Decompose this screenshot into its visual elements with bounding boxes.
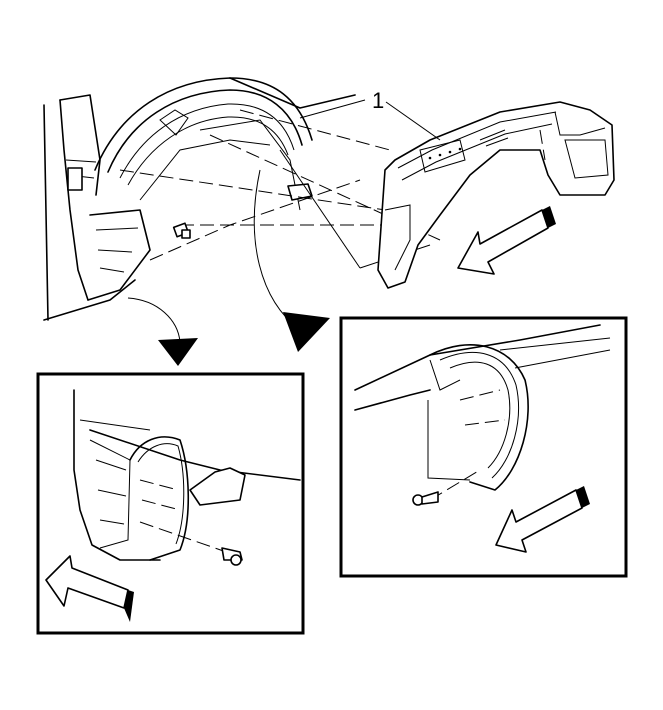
detail-view-left bbox=[36, 372, 305, 635]
curved-arrow-icon bbox=[127, 297, 198, 366]
push-pin-fastener-icon bbox=[172, 222, 191, 239]
direction-arrow-icon bbox=[45, 555, 134, 622]
vehicle-body-wheel-opening bbox=[43, 77, 366, 321]
direction-arrow-icon bbox=[457, 206, 556, 275]
screw-fastener-icon bbox=[221, 547, 243, 566]
callout-1-label: 1 bbox=[372, 88, 384, 113]
detail-view-right bbox=[339, 316, 628, 578]
curved-arrow-icon bbox=[253, 169, 330, 352]
fender-liner bbox=[377, 101, 615, 289]
direction-arrow-icon bbox=[495, 486, 590, 553]
screw-fastener-icon bbox=[412, 491, 439, 506]
callout-1: 1 bbox=[372, 88, 441, 141]
